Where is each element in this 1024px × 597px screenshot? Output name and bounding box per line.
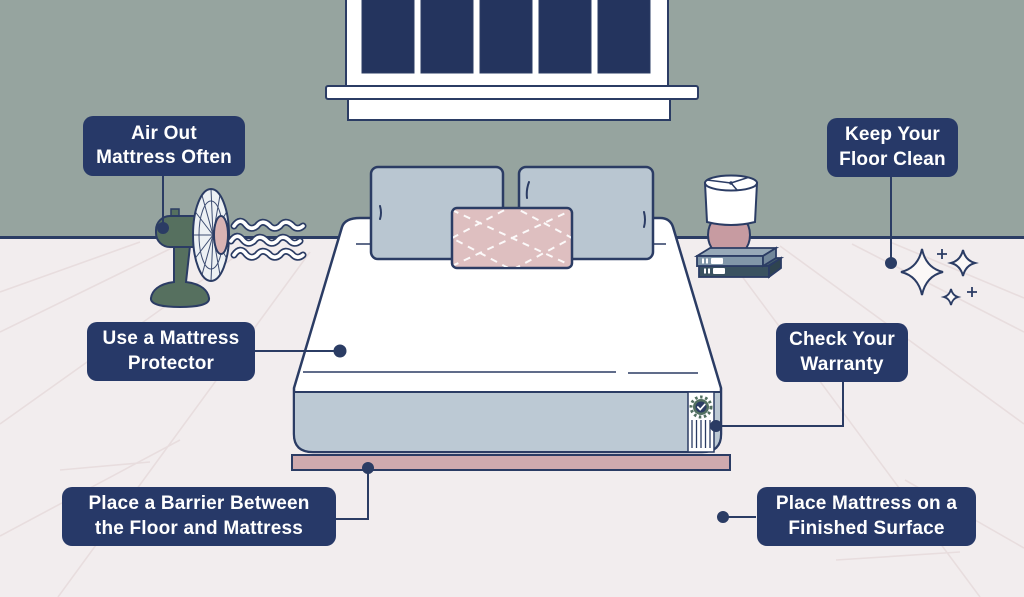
- callout-line: Mattress Often: [96, 147, 232, 168]
- callout-air-out-mattress: Air Out Mattress Often: [83, 116, 245, 176]
- warranty-badge-icon: [689, 395, 713, 419]
- window-panes: [361, 0, 651, 74]
- mattress: [292, 216, 723, 454]
- sparkles-icon: [900, 248, 979, 306]
- callout-line: Use a Mattress: [102, 328, 240, 350]
- tag-stripes: [691, 420, 711, 448]
- window-apron: [347, 98, 671, 121]
- callout-check-warranty: Check Your Warranty: [776, 323, 908, 382]
- mattress-seam: [303, 371, 698, 374]
- callout-line: Place a Barrier Between: [88, 493, 310, 515]
- callout-line: Keep Your: [844, 124, 941, 146]
- window-sill: [325, 85, 699, 100]
- floor-barrier: [291, 454, 731, 471]
- callout-mattress-protector: Use a Mattress Protector: [87, 322, 255, 381]
- callout-keep-floor-clean: Keep Your Floor Clean: [827, 118, 958, 177]
- callout-line: the Floor and Mattress: [94, 517, 304, 539]
- lamp-icon: [703, 174, 759, 226]
- book-labels: [702, 258, 725, 274]
- callout-line: Finished Surface: [788, 517, 945, 539]
- window: [325, 0, 699, 121]
- callout-line: Place Mattress on a: [775, 493, 958, 515]
- airflow-waves-icon: [227, 217, 307, 261]
- callout-line: Floor Clean: [839, 148, 946, 170]
- warranty-tag: [687, 391, 715, 453]
- pillows: [369, 165, 655, 270]
- callout-line: Warranty: [800, 353, 884, 375]
- callout-connectors: [157, 176, 897, 523]
- callout-floor-barrier: Place a Barrier Between the Floor and Ma…: [62, 487, 336, 546]
- callout-line: Protector: [127, 352, 215, 374]
- callout-finished-surface: Place Mattress on a Finished Surface: [757, 487, 976, 546]
- accent-pillow: [450, 206, 574, 270]
- mattress-band: [293, 391, 722, 453]
- callout-line: Check Your: [789, 329, 895, 351]
- fan-hub: [213, 215, 229, 255]
- book-stack: [693, 246, 785, 279]
- fan-icon: [150, 188, 230, 309]
- callout-line: Air Out: [131, 122, 197, 144]
